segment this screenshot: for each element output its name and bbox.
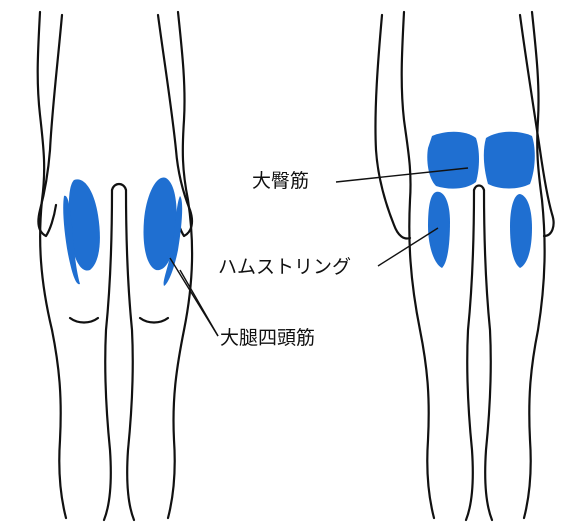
hamstring-left (428, 192, 450, 268)
front-right-inner-leg (126, 190, 134, 520)
back-crotch (474, 186, 484, 191)
gluteus-right (484, 132, 535, 189)
back-left-inner-leg (466, 190, 474, 520)
gluteus-left (427, 132, 479, 189)
front-left-knee (70, 318, 98, 323)
front-left-leg-outline (38, 12, 66, 518)
front-crotch (112, 184, 126, 190)
back-left-leg-outline (402, 12, 434, 518)
leader-lines (170, 168, 468, 336)
gluteus-label: 大臀筋 (252, 172, 309, 191)
front-left-inner-leg (104, 190, 112, 520)
leader-hamstring (378, 228, 438, 266)
front-right-knee (140, 318, 168, 323)
quadriceps-label: 大腿四頭筋 (220, 329, 315, 348)
back-view-figure (375, 12, 553, 520)
front-view-figure (38, 12, 192, 520)
back-right-leg-outline (524, 12, 545, 518)
back-right-inner-leg (484, 190, 492, 520)
hamstring-right (510, 194, 532, 268)
hamstring-label: ハムストリング (218, 258, 351, 277)
